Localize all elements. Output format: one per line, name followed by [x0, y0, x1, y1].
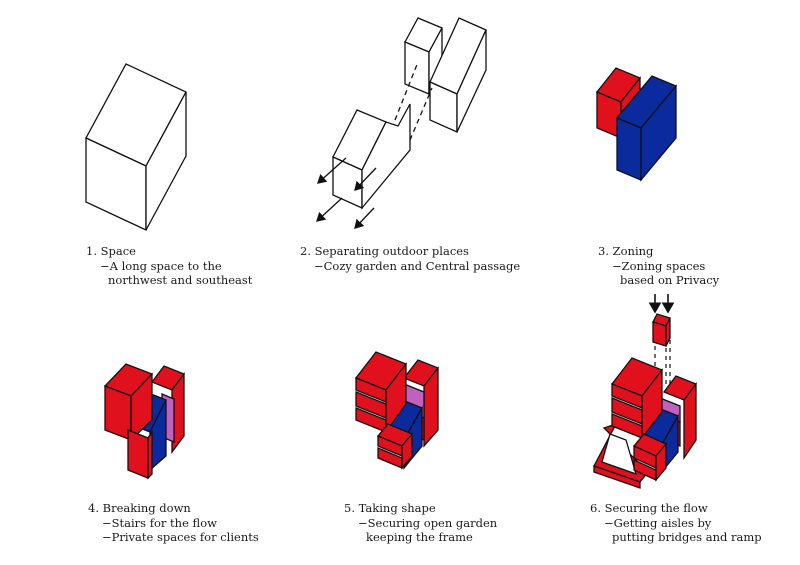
step1-line2: northwest and southeast [108, 273, 253, 287]
step3-line1: −Zoning spaces [612, 258, 706, 273]
step5-title: 5. Taking shape [344, 501, 436, 515]
step4-blocks [103, 363, 186, 480]
step1-line1: −A long space to the [100, 258, 222, 273]
step1-volume [85, 63, 187, 232]
step4-line2: −Private spaces for clients [102, 530, 259, 544]
step2-volumes [332, 17, 487, 210]
step6-line2: putting bridges and ramp [612, 530, 762, 544]
step6-building [593, 357, 698, 489]
step2-title: 2. Separating outdoor places [300, 244, 469, 258]
step2-line1: −Cozy garden and Central passage [314, 258, 521, 273]
step2-dashed-links [394, 61, 433, 141]
step4-caption: 4. Breaking down −Stairs for the flow −P… [88, 501, 259, 545]
step4-title: 4. Breaking down [88, 501, 191, 515]
step3-line2: based on Privacy [620, 273, 720, 287]
step2-arrows [316, 157, 377, 229]
step5-caption: 5. Taking shape −Securing open garden ke… [344, 501, 497, 545]
step1-caption: 1. Space −A long space to the northwest … [86, 244, 252, 288]
step3-zones [595, 67, 678, 182]
step5-blocks [354, 351, 440, 470]
step6-blocks [652, 313, 671, 347]
step3-title: 3. Zoning [598, 244, 654, 258]
step5-line2: keeping the frame [366, 530, 473, 544]
step6-title: 6. Securing the flow [590, 501, 708, 515]
step4-line1: −Stairs for the flow [102, 515, 217, 530]
step5-line1: −Securing open garden [358, 515, 498, 530]
step6-caption: 6. Securing the flow −Getting aisles by … [590, 501, 762, 545]
step6-line1: −Getting aisles by [604, 515, 712, 530]
step6-dashed-guides [654, 340, 671, 388]
step3-caption: 3. Zoning −Zoning spaces based on Privac… [598, 244, 719, 288]
step1-title: 1. Space [86, 244, 136, 258]
step6-drop-arrows [648, 294, 675, 314]
step2-caption: 2. Separating outdoor places −Cozy garde… [300, 244, 520, 273]
